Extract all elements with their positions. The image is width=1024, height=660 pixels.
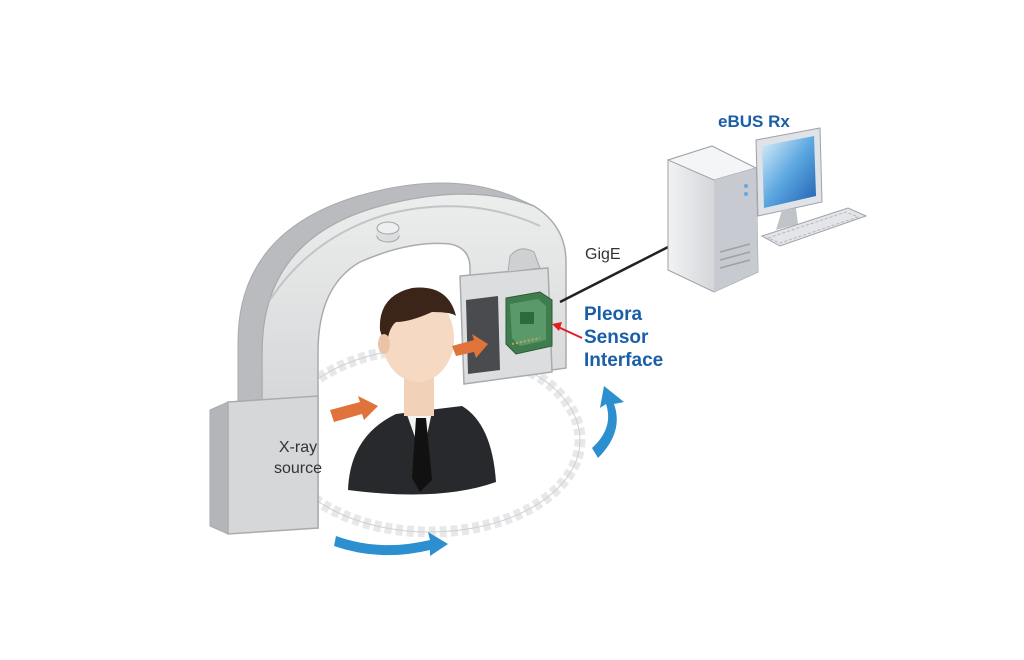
rotation-arrows xyxy=(334,386,624,556)
interface-label-line: Interface xyxy=(584,350,664,371)
gige-cable xyxy=(559,242,675,304)
source-label-line: source xyxy=(273,460,323,477)
computer-icon xyxy=(666,127,868,293)
source-label-line: X-ray xyxy=(278,439,318,456)
interface-label-line: Sensor xyxy=(584,327,649,348)
x-ray-source-label: X-ray source xyxy=(264,437,332,479)
interface-pointer-arrow xyxy=(552,322,583,339)
gige-label: GigE xyxy=(585,246,621,263)
x-ray-source-block xyxy=(209,395,319,535)
pleora-sensor-interface-label: Pleora Sensor Interface xyxy=(584,303,663,372)
ebus-rx-label: eBUS Rx xyxy=(718,112,790,131)
patient-figure xyxy=(348,287,496,495)
interface-label-line: Pleora xyxy=(584,304,643,325)
x-ray-beam-arrows xyxy=(330,334,488,422)
sensor-interface-board xyxy=(505,291,553,355)
